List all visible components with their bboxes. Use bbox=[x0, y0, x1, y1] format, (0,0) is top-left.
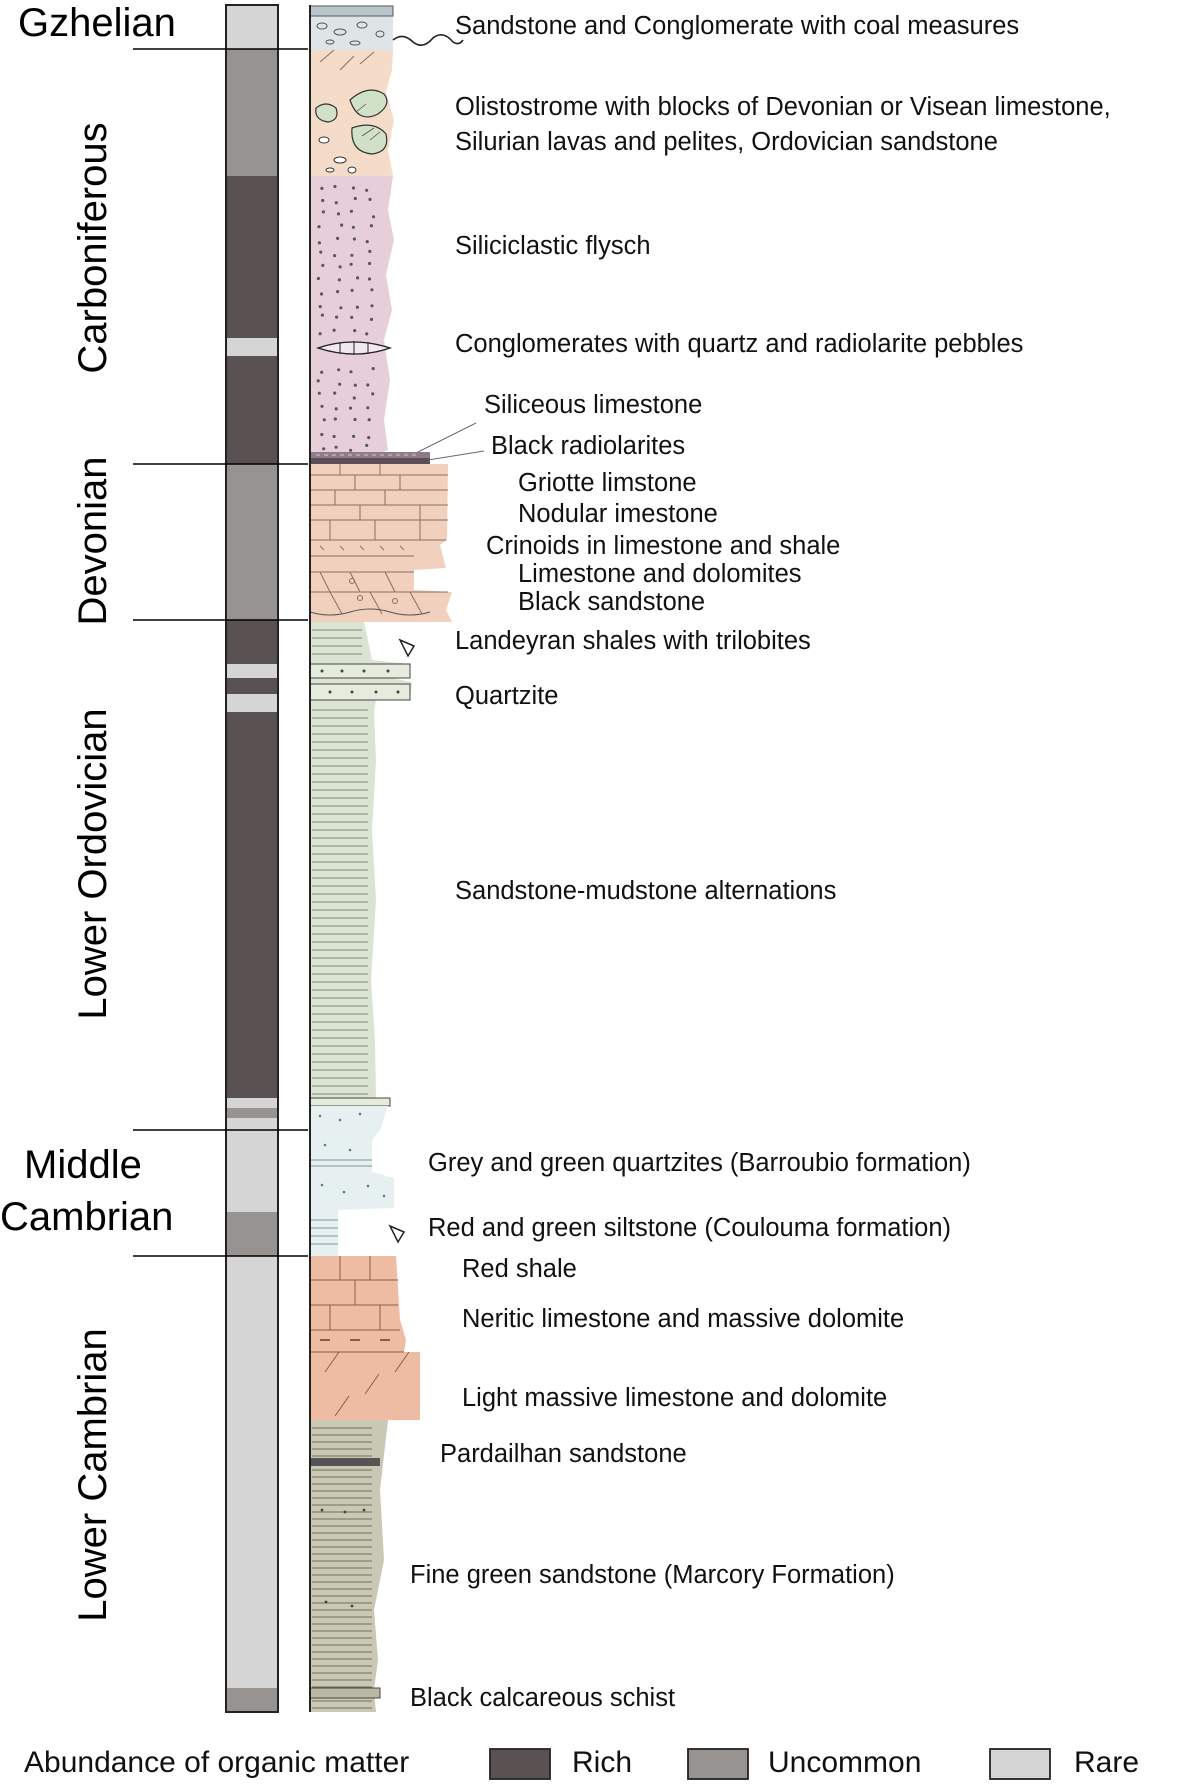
layer-sandstone-conglomerate bbox=[309, 5, 464, 50]
desc-siliceous-limestone: Siliceous limestone bbox=[484, 391, 702, 419]
organic-uncommon-segment bbox=[226, 1688, 278, 1712]
desc-siliciclastic: Siliciclastic flysch bbox=[455, 232, 651, 260]
desc-red-green-siltstone: Red and green siltstone (Coulouma format… bbox=[428, 1214, 951, 1242]
desc-conglomerates: Conglomerates with quartz and radiolarit… bbox=[455, 330, 1023, 358]
period-carboniferous: Carboniferous bbox=[71, 122, 115, 373]
legend-rich-swatch bbox=[489, 1748, 551, 1780]
desc-quartzite: Quartzite bbox=[455, 682, 558, 710]
layer-middle-cambrian bbox=[310, 1106, 406, 1256]
period-lower-cambrian: Lower Cambrian bbox=[71, 1328, 115, 1621]
period-devonian: Devonian bbox=[71, 456, 115, 625]
legend-rich-label: Rich bbox=[572, 1746, 632, 1779]
desc-sandstone-conglomerate: Sandstone and Conglomerate with coal mea… bbox=[455, 12, 1019, 40]
period-middle: Middle bbox=[24, 1143, 142, 1187]
desc-griotte: Griotte limstone bbox=[518, 469, 697, 497]
period-labels: Gzhelian Carboniferous Devonian Lower Or… bbox=[0, 1, 176, 1622]
desc-sandstone-mudstone: Sandstone-mudstone alternations bbox=[455, 877, 836, 905]
desc-olistostrome-2: Silurian lavas and pelites, Ordovician s… bbox=[455, 128, 998, 156]
organic-rich-segment bbox=[226, 620, 278, 664]
organic-rare-segment bbox=[226, 664, 278, 678]
organic-rare-segment bbox=[226, 1118, 278, 1212]
desc-nodular: Nodular imestone bbox=[518, 500, 718, 528]
organic-rich-segment bbox=[226, 356, 278, 464]
period-lower-ordovician: Lower Ordovician bbox=[71, 708, 115, 1019]
layer-lower-cambrian-limestone bbox=[310, 1256, 420, 1420]
period-boundaries bbox=[133, 48, 308, 1257]
period-cambrian: Cambrian bbox=[0, 1195, 173, 1239]
legend-title: Abundance of organic matter bbox=[24, 1746, 409, 1779]
organic-rich-segment bbox=[226, 678, 278, 694]
organic-matter-bar bbox=[225, 4, 279, 1713]
desc-grey-green: Grey and green quartzites (Barroubio for… bbox=[428, 1149, 971, 1177]
desc-black-calcareous: Black calcareous schist bbox=[410, 1684, 675, 1712]
legend-rare-label: Rare bbox=[1074, 1746, 1139, 1779]
desc-black-radiolarites: Black radiolarites bbox=[491, 432, 685, 460]
organic-uncommon-segment bbox=[226, 464, 278, 620]
desc-landeyran: Landeyran shales with trilobites bbox=[455, 627, 811, 655]
desc-light-massive: Light massive limestone and dolomite bbox=[462, 1384, 887, 1412]
layer-devonian-limestone bbox=[309, 464, 452, 622]
legend-uncommon-swatch bbox=[687, 1748, 749, 1780]
organic-rare-segment bbox=[226, 5, 278, 49]
organic-uncommon-segment bbox=[226, 49, 278, 176]
lithology-column bbox=[309, 5, 485, 1712]
desc-olistostrome-1: Olistostrome with blocks of Devonian or … bbox=[455, 93, 1111, 121]
organic-rich-segment bbox=[226, 176, 278, 338]
layer-ordovician-shale bbox=[309, 622, 416, 1107]
layer-siliciclastic-flysch bbox=[310, 176, 394, 452]
organic-rare-segment bbox=[226, 338, 278, 356]
desc-red-shale: Red shale bbox=[462, 1255, 577, 1283]
period-gzhelian: Gzhelian bbox=[18, 1, 176, 45]
layer-siliceous-limestone bbox=[310, 452, 430, 464]
desc-fine-green: Fine green sandstone (Marcory Formation) bbox=[410, 1561, 895, 1589]
organic-uncommon-segment bbox=[226, 1108, 278, 1118]
legend: Abundance of organic matter Rich Uncommo… bbox=[24, 1746, 1139, 1780]
layer-olistostrome bbox=[310, 49, 394, 176]
organic-rare-segment bbox=[226, 1098, 278, 1108]
lithology-descriptions: Sandstone and Conglomerate with coal mea… bbox=[410, 12, 1111, 1712]
desc-crinoids: Crinoids in limestone and shale bbox=[486, 532, 840, 560]
legend-uncommon-label: Uncommon bbox=[768, 1746, 921, 1779]
organic-rare-segment bbox=[226, 694, 278, 712]
desc-pardailhan: Pardailhan sandstone bbox=[440, 1440, 687, 1468]
layer-lower-cambrian-sandstone bbox=[309, 1420, 388, 1712]
organic-rare-segment bbox=[226, 1256, 278, 1688]
legend-rare-swatch bbox=[989, 1748, 1051, 1780]
desc-limestone-dolomites: Limestone and dolomites bbox=[518, 560, 802, 588]
organic-rich-segment bbox=[226, 712, 278, 1098]
organic-uncommon-segment bbox=[226, 1212, 278, 1256]
desc-neritic: Neritic limestone and massive dolomite bbox=[462, 1305, 904, 1333]
desc-black-sandstone: Black sandstone bbox=[518, 588, 705, 616]
